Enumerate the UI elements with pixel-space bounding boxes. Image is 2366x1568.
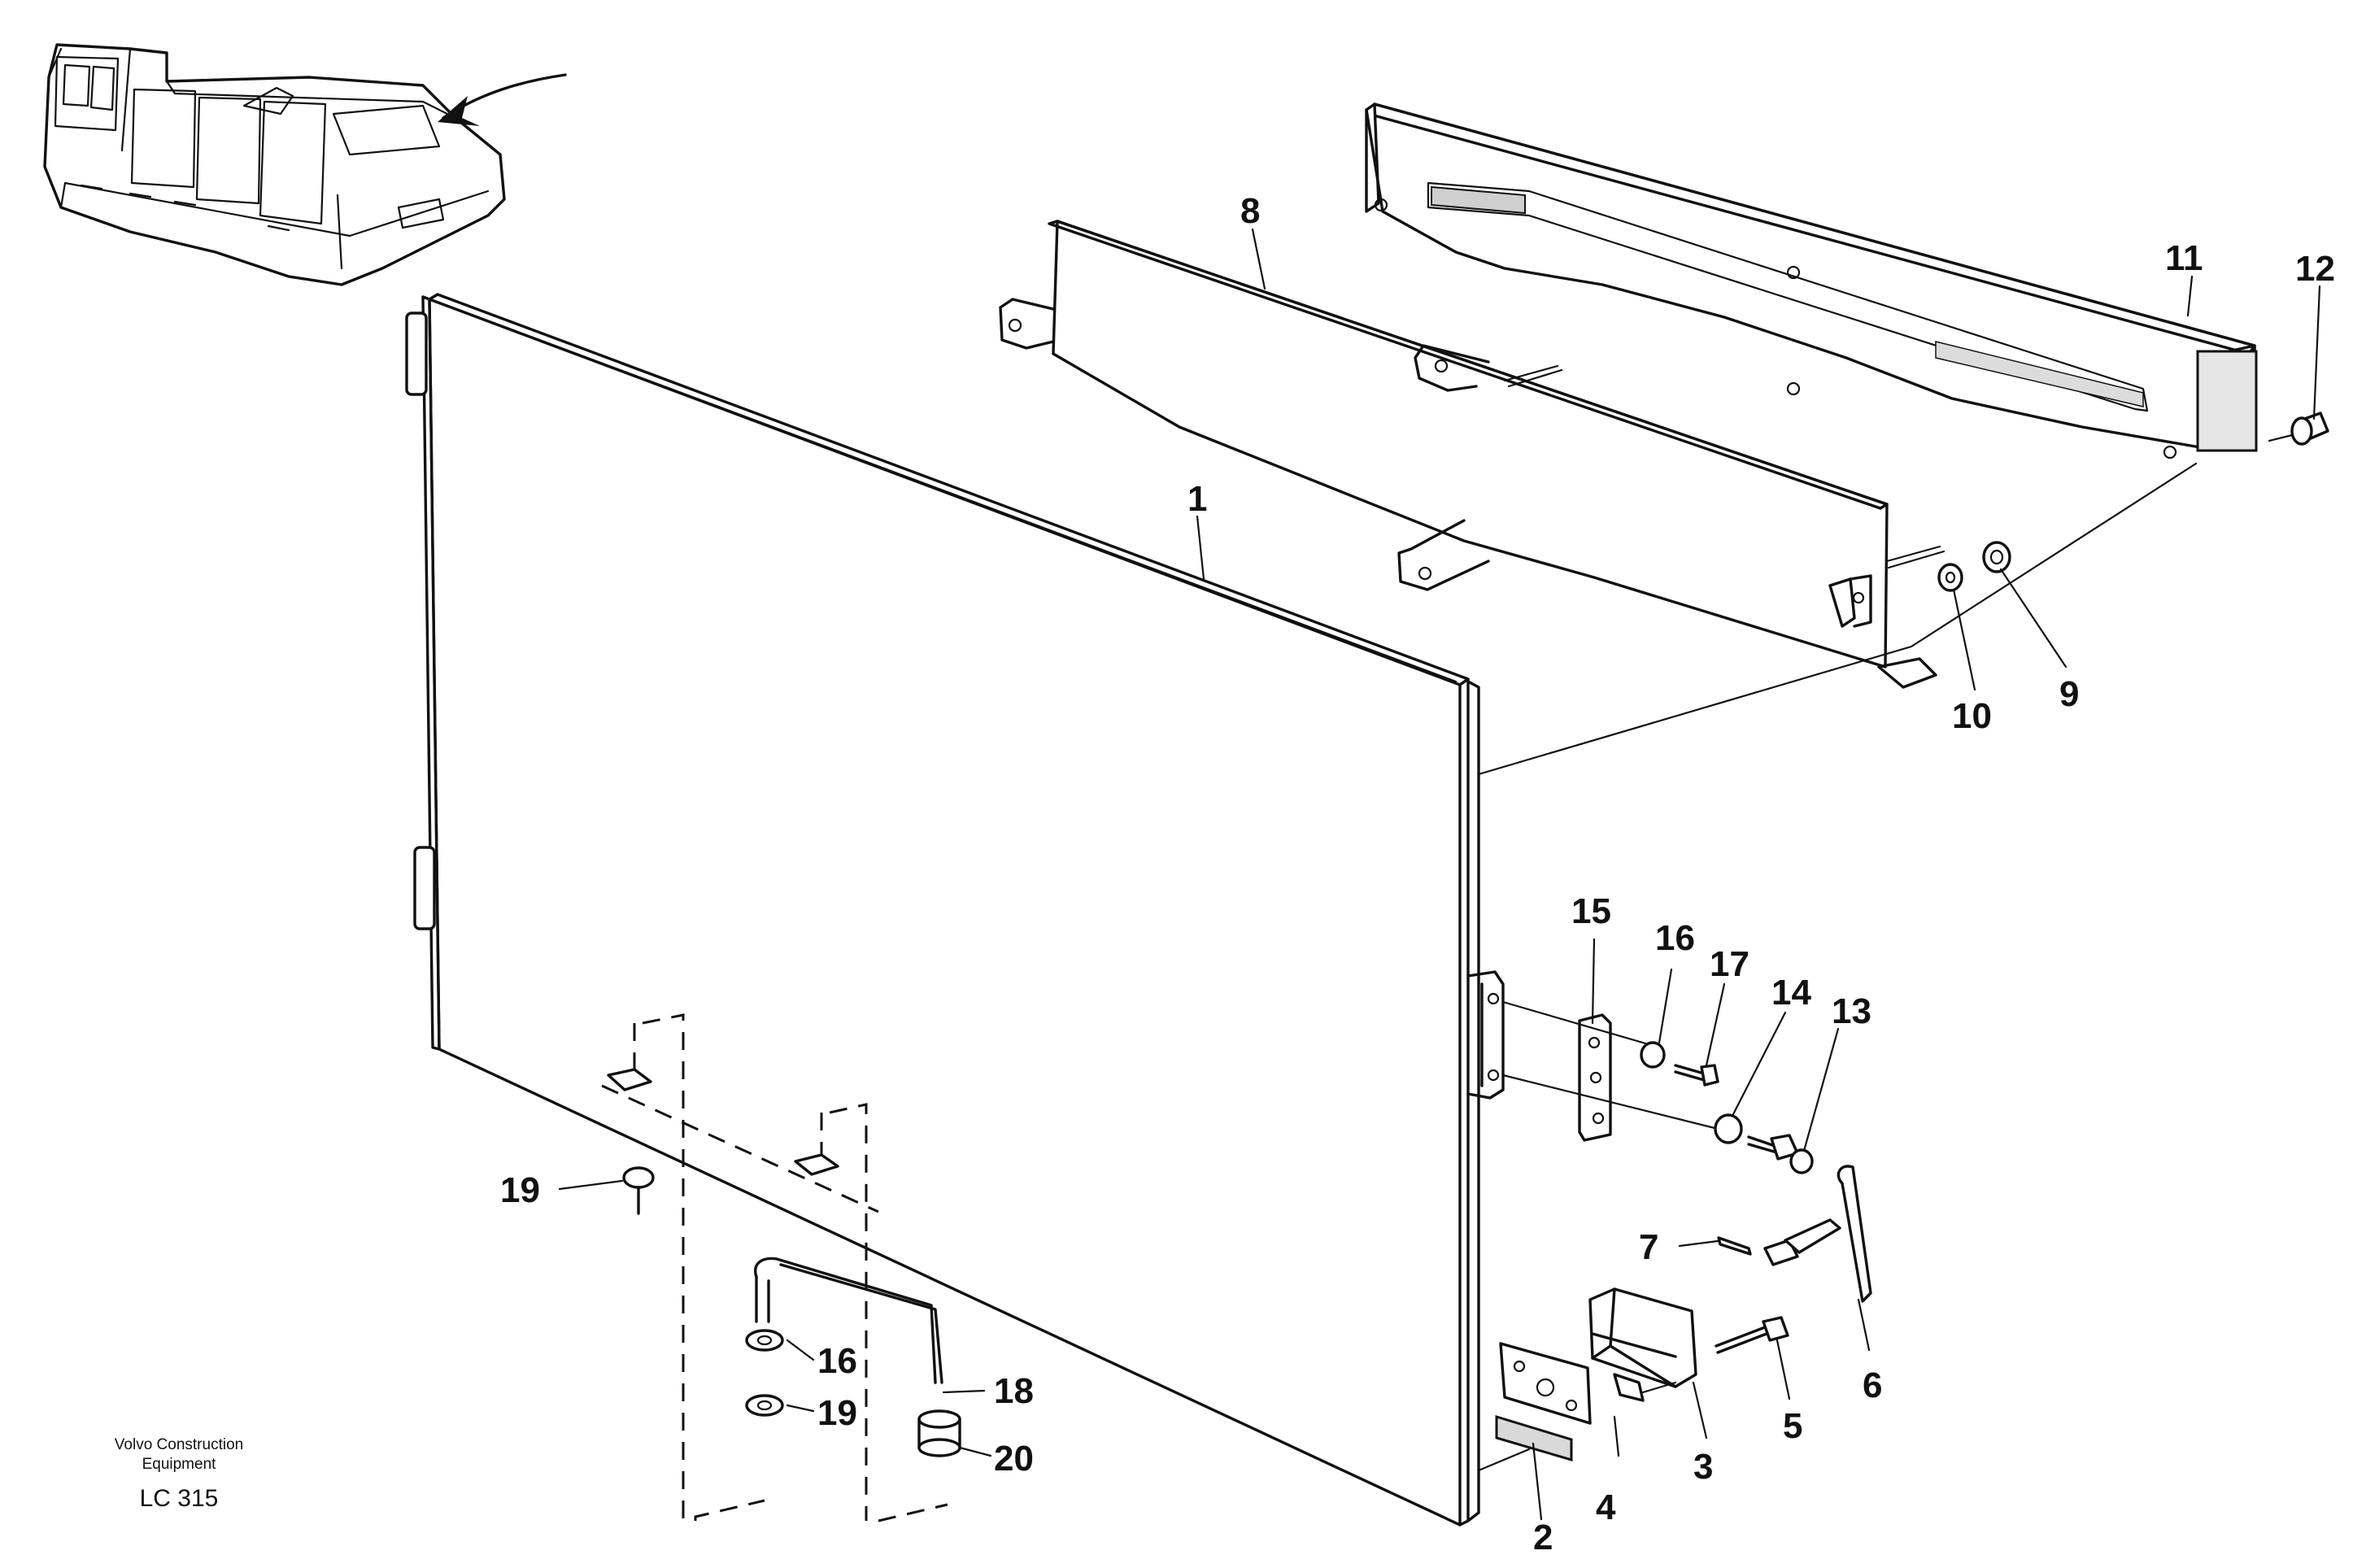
callout-18: 18 <box>994 1371 1034 1411</box>
leader-lines <box>558 228 2321 1521</box>
callout-13: 13 <box>1832 991 1871 1031</box>
hardware-9-10-12 <box>1937 412 2329 592</box>
part-11-top-cover <box>1365 102 2258 460</box>
footer-block: Volvo Construction Equipment LC 315 <box>115 1436 243 1512</box>
part-1-door-panel <box>405 293 2198 1527</box>
callout-5: 5 <box>1783 1406 1802 1446</box>
callout-4: 4 <box>1596 1487 1616 1527</box>
callout-9: 9 <box>2059 674 2079 714</box>
callout-1: 1 <box>1187 479 1207 519</box>
callout-15: 15 <box>1571 891 1611 931</box>
callout-16-rod: 16 <box>817 1341 857 1381</box>
footer-code: LC 315 <box>140 1485 219 1512</box>
machine-overview <box>43 43 567 286</box>
callout-11: 11 <box>2165 238 2203 278</box>
callout-6: 6 <box>1863 1365 1882 1405</box>
callout-14: 14 <box>1771 973 1811 1013</box>
part-8-bracket <box>999 220 1946 689</box>
callout-numbers: 1 2 3 4 5 6 7 8 9 10 11 12 13 14 15 16 1… <box>500 191 2335 1557</box>
rod-and-mounts <box>601 1013 961 1525</box>
callout-8: 8 <box>1240 191 1260 231</box>
callout-20: 20 <box>994 1439 1034 1479</box>
callout-19-lower: 19 <box>817 1393 857 1433</box>
callout-2: 2 <box>1533 1518 1553 1557</box>
callout-16-hinge: 16 <box>1655 918 1695 958</box>
callout-3: 3 <box>1693 1447 1713 1487</box>
hinge-hardware <box>1501 1000 1814 1174</box>
callout-10: 10 <box>1952 696 1992 736</box>
latch-hardware <box>1477 1165 1872 1472</box>
footer-brand-line1: Volvo Construction <box>115 1436 243 1453</box>
callout-19-upper: 19 <box>500 1170 540 1210</box>
callout-17: 17 <box>1710 944 1749 984</box>
callout-12: 12 <box>2295 249 2335 289</box>
callout-7: 7 <box>1639 1227 1658 1267</box>
footer-brand-line2: Equipment <box>142 1456 217 1473</box>
